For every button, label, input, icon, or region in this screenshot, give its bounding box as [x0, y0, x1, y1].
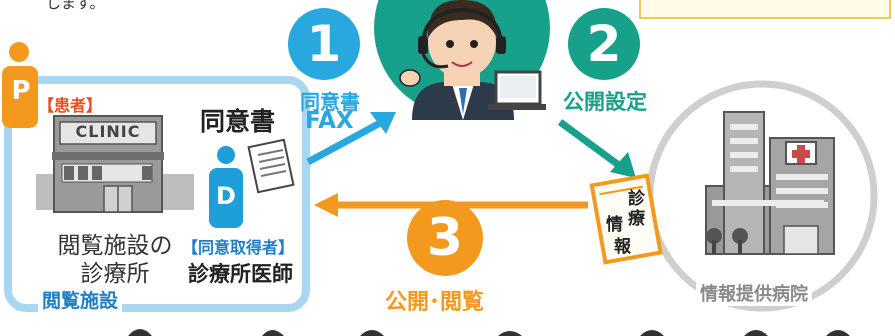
patient-icon: [2, 42, 38, 128]
browsing-facility-frame: [4, 76, 310, 312]
info-doc-char-2: 療: [628, 209, 645, 229]
clinic-name-line1: 閲覧施設の: [57, 233, 173, 259]
fax-arrowhead: [370, 112, 396, 134]
clinic-name-line2: 診療所: [80, 261, 150, 287]
info-doc-char-3: 情: [606, 215, 623, 235]
doctor-icon: [209, 146, 243, 228]
clinic-building-icon: [36, 115, 194, 213]
step-1-text-line2: FAX: [305, 108, 354, 134]
step-3-circle: [407, 200, 483, 276]
step-1-number: 1: [306, 15, 342, 73]
step-1-circle: [288, 8, 360, 80]
step-3-text: 公開･閲覧: [385, 290, 485, 315]
doctor-badge: D: [216, 182, 236, 210]
consent-document-label: 同意書: [200, 107, 276, 136]
publish-setting-arrow: [557, 119, 623, 169]
patient-label: 【患者】: [38, 96, 103, 115]
doctor-role: 【同意取得者】: [182, 238, 295, 257]
hospital-label: 情報提供病院: [696, 280, 812, 306]
note-box: [639, 0, 891, 19]
step-2-number: 2: [586, 15, 622, 73]
call-center-operator-icon: [399, 0, 546, 120]
step-3-number: 3: [426, 208, 464, 268]
step-1-text-line1: 同意書: [300, 90, 360, 114]
fax-arrow: [306, 118, 384, 166]
step-2-text: 公開設定: [563, 90, 647, 114]
info-doc-char-4: 報: [614, 237, 631, 257]
medical-info-document-icon: [589, 173, 663, 265]
bottom-icons-row: [128, 329, 850, 336]
publish-setting-arrowhead: [610, 152, 636, 178]
step-2-circle: [568, 8, 640, 80]
doctor-name: 診療所医師: [188, 262, 293, 286]
patient-badge: P: [11, 76, 31, 106]
publish-view-arrowhead: [314, 193, 338, 217]
hospital-building-icon: [705, 111, 835, 255]
info-doc-char-1: 診: [628, 189, 645, 209]
clinic-sign: CLINIC: [75, 122, 141, 141]
browsing-facility-label: 閲覧施設: [38, 286, 123, 313]
top-note-text: します。: [46, 0, 105, 12]
consent-document-icon: [247, 138, 295, 194]
